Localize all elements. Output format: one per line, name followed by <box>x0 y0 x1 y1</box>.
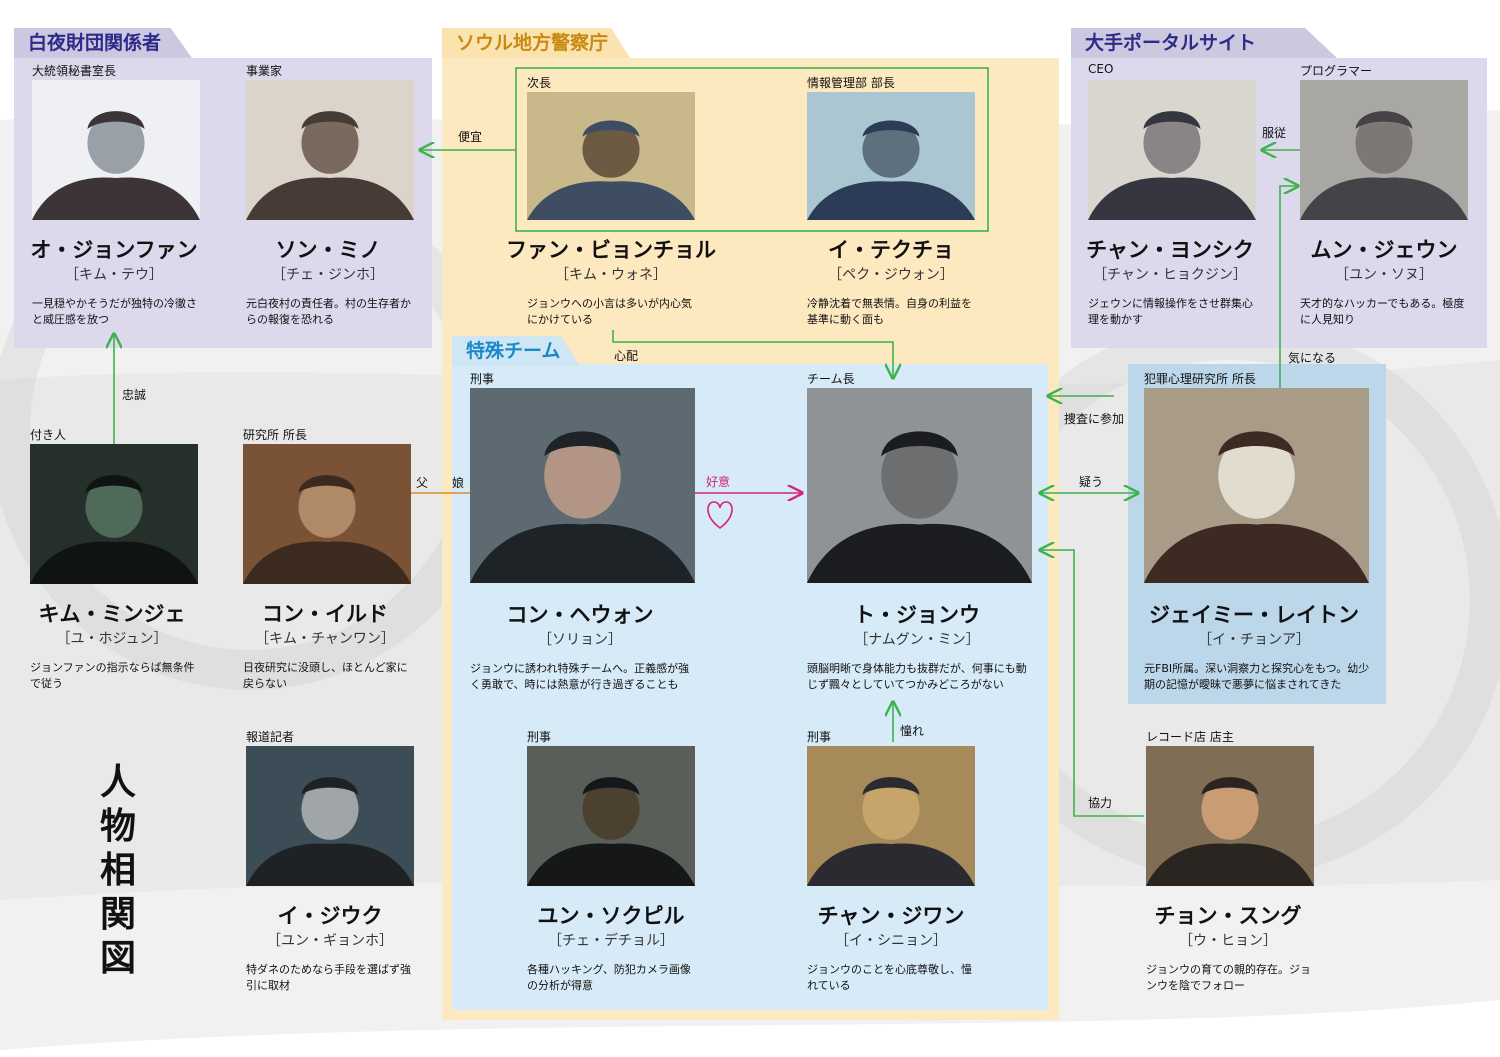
actor-kim_m: ［ユ・ホジュン］ <box>56 631 168 647</box>
portrait-jang_y <box>1088 80 1256 220</box>
name-oh: オ・ジョンファン <box>30 237 198 262</box>
rel-kininaru: 気になる <box>1288 351 1337 365</box>
portrait-lee_t <box>807 92 975 220</box>
name-kong_h: コン・ヘウォン <box>506 602 654 627</box>
portrait-yoon <box>527 746 695 886</box>
role-label-son: 事業家 <box>246 64 283 78</box>
name-lee_t: イ・テクチョ <box>828 237 954 262</box>
group-label-modu: 大手ポータルサイトMODU <box>1071 28 1337 58</box>
rel-shinpai: 心配 <box>614 349 639 363</box>
actor-jang_j: ［イ・シニョン］ <box>835 933 947 949</box>
actor-do: ［ナムグン・ミン］ <box>854 632 980 648</box>
portrait-hwang <box>527 92 695 220</box>
rel-chichi: 父 <box>416 476 429 490</box>
role-label-yoon: 刑事 <box>527 730 552 744</box>
role-label-lee_t: 情報管理部 部長 <box>807 76 895 90</box>
desc-kong_i: 日夜研究に没頭し、ほとんど家に戻らない <box>243 661 408 690</box>
role-label-hwang: 次長 <box>527 76 552 90</box>
name-jamie: ジェイミー・レイトン <box>1149 602 1359 627</box>
desc-jang_j: ジョンウのことを心底尊敬し、憧れている <box>807 963 972 992</box>
page-title: 人 物 相 関 図 <box>99 761 136 979</box>
role-label-kim_m: 付き人 <box>30 428 67 442</box>
actor-hwang: ［キム・ウォネ］ <box>555 267 667 283</box>
portrait-son <box>246 80 414 220</box>
actor-moon: ［ユン・ソヌ］ <box>1335 267 1433 283</box>
role-label-jang_y: CEO <box>1088 62 1114 76</box>
actor-son: ［チェ・ジンホ］ <box>272 267 384 283</box>
actor-yoon: ［チェ・デチョル］ <box>548 933 674 949</box>
rel-kyoryoku: 協力 <box>1088 796 1113 810</box>
name-hwang: ファン・ビョンチョル <box>506 237 716 262</box>
rel-musume: 娘 <box>452 476 465 490</box>
portrait-do <box>807 388 1032 583</box>
role-label-oh: 大統領秘書室長 <box>32 64 117 78</box>
actor-oh: ［キム・テウ］ <box>65 267 163 283</box>
actor-jeon: ［ウ・ヒョン］ <box>1179 933 1277 949</box>
portrait-jang_j <box>807 746 975 886</box>
desc-jang_y: ジェウンに情報操作をさせ群集心理を動かす <box>1088 297 1253 326</box>
desc-hwang: ジョンウへの小言は多いが内心気にかけている <box>527 297 692 326</box>
role-label-do: チーム長 <box>807 372 855 386</box>
desc-jeon: ジョンウの育ての親的存在。ジョンウを陰でフォロー <box>1146 963 1311 992</box>
rel-bengi: 便宜 <box>458 130 483 144</box>
role-label-jang_j: 刑事 <box>807 730 832 744</box>
portrait-kong_h <box>470 388 695 583</box>
actor-lee_j: ［ユン・ギョンホ］ <box>267 933 393 949</box>
desc-lee_j: 特ダネのためなら手段を選ばず強引に取材 <box>246 963 411 992</box>
name-do: ト・ジョンウ <box>854 602 980 627</box>
name-kim_m: キム・ミンジェ <box>38 601 186 626</box>
role-label-jeon: レコード店 店主 <box>1146 730 1234 744</box>
actor-kong_h: ［ソリョン］ <box>538 632 622 648</box>
rel-akogare: 憧れ <box>900 724 925 738</box>
portrait-jamie <box>1144 388 1369 583</box>
name-kong_i: コン・イルド <box>262 601 388 626</box>
desc-jamie: 元FBI所属。深い洞察力と探究心をもつ。幼少期の記憶が曖昧で悪夢に悩まされてきた <box>1144 662 1370 691</box>
portrait-moon <box>1300 80 1468 220</box>
rel-sosa: 捜査に参加 <box>1064 412 1125 426</box>
actor-kong_i: ［キム・チャンワン］ <box>255 631 395 647</box>
desc-do: 頭脳明晰で身体能力も抜群だが、何事にも動じず飄々としていてつかみどころがない <box>807 662 1027 691</box>
rel-koui: 好意 <box>706 475 731 489</box>
portrait-jeon <box>1146 746 1314 886</box>
actor-lee_t: ［ペク・ジウォン］ <box>828 267 954 283</box>
role-label-moon: プログラマー <box>1300 64 1373 78</box>
role-label-kong_i: 研究所 所長 <box>243 428 307 442</box>
portrait-oh <box>32 80 200 220</box>
desc-oh: 一見穏やかそうだが独特の冷徹さと威圧感を放つ <box>32 297 197 326</box>
portrait-kim_m <box>30 444 198 584</box>
portrait-kong_i <box>243 444 411 584</box>
portrait-lee_j <box>246 746 414 886</box>
name-lee_j: イ・ジウク <box>277 903 383 928</box>
desc-son: 元白夜村の責任者。村の生存者からの報復を恐れる <box>246 297 411 326</box>
desc-moon: 天才的なハッカーでもある。極度に人見知り <box>1300 297 1465 326</box>
role-label-kong_h: 刑事 <box>470 372 495 386</box>
desc-lee_t: 冷静沈着で無表情。自身の利益を基準に動く面も <box>807 297 972 326</box>
name-moon: ムン・ジェウン <box>1310 237 1458 262</box>
rel-chusei: 忠誠 <box>122 388 147 402</box>
desc-kong_h: ジョンウに誘われ特殊チームへ。正義感が強く勇敢で、時には熱意が行き過ぎることも <box>470 662 690 691</box>
name-jang_y: チャン・ヨンシク <box>1086 237 1254 262</box>
rel-utagau: 疑う <box>1079 475 1104 489</box>
name-son: ソン・ミノ <box>275 237 381 262</box>
role-label-jamie: 犯罪心理研究所 所長 <box>1144 372 1256 386</box>
name-jeon: チョン・スング <box>1154 903 1302 928</box>
role-label-lee_j: 報道記者 <box>246 730 295 744</box>
desc-yoon: 各種ハッキング、防犯カメラ画像の分析が得意 <box>527 963 691 992</box>
name-jang_j: チャン・ジワン <box>817 903 965 928</box>
group-label-special-team: 特殊チーム <box>452 336 580 366</box>
desc-kim_m: ジョンファンの指示ならば無条件で従う <box>30 661 195 690</box>
group-label-seoul-police: ソウル地方警察庁 <box>442 28 630 58</box>
group-label-hakuya: 白夜財団関係者 <box>14 28 192 58</box>
actor-jamie: ［イ・チョンア］ <box>1198 632 1310 648</box>
rel-fukuju: 服従 <box>1262 126 1287 140</box>
actor-jang_y: ［チャン・ヒョクジン］ <box>1093 267 1247 283</box>
name-yoon: ユン・ソクピル <box>537 903 685 928</box>
